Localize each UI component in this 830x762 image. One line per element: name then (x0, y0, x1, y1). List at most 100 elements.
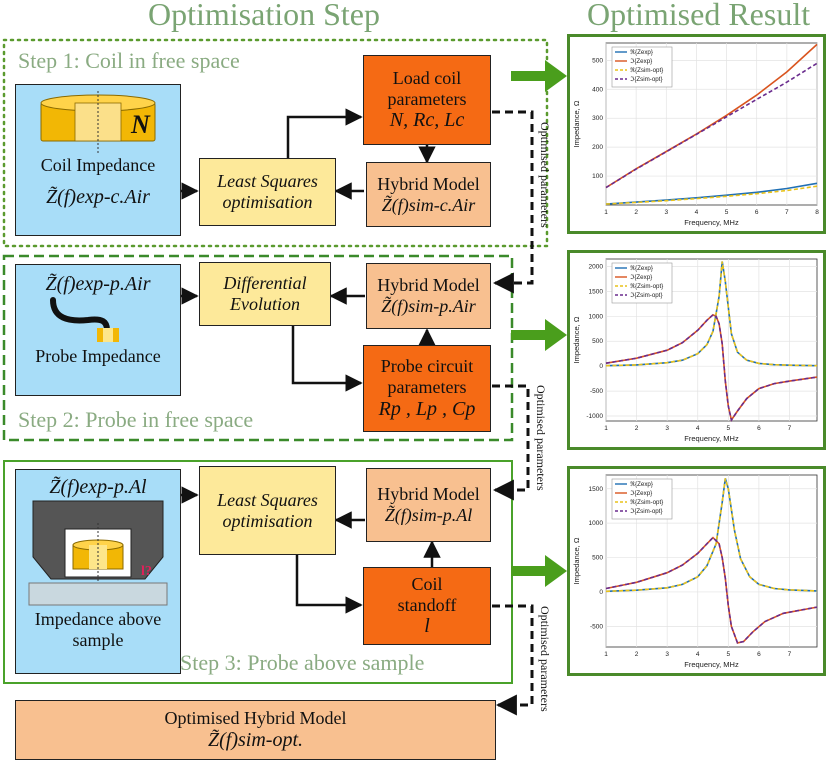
series-line (605, 185, 818, 205)
y-tick-label: -500 (590, 623, 603, 630)
x-tick-label: 6 (757, 651, 761, 658)
x-axis-label: Frequency, MHz (684, 434, 739, 443)
coil-icon: N (40, 91, 156, 153)
x-tick-label: 1 (604, 651, 608, 658)
coil-impedance-caption: Coil Impedance (40, 155, 156, 175)
de-line2: Evolution (230, 294, 300, 314)
x-tick-label: 8 (815, 209, 819, 216)
link-s3-to-final (492, 604, 534, 716)
sample-measured-expr: Z̃(f)exp-p.Al (49, 476, 147, 498)
x-tick-label: 2 (634, 209, 638, 216)
x-tick-label: 2 (635, 425, 639, 432)
x-tick-label: 7 (785, 209, 789, 216)
step1-hybrid-model-box: Hybrid Model Z̃(f)sim-c.Air (366, 162, 491, 227)
coil-standoff-box: Coil standoff l (363, 567, 491, 645)
y-tick-label: 100 (592, 173, 603, 180)
sample-caption-line2: sample (72, 629, 124, 650)
differential-evolution-box: Differential Evolution (199, 262, 331, 326)
sample-impedance-box: Z̃(f)exp-p.Al l? Impedance above sample (15, 469, 181, 674)
legend-box (611, 478, 673, 520)
step3-least-squares-box: Least Squares optimisation (199, 466, 336, 555)
y-axis-label: Impedance, Ω (572, 316, 581, 363)
link-label-1: Optimised parameters (538, 122, 552, 228)
x-tick-label: 1 (604, 209, 608, 216)
y-tick-label: 300 (592, 115, 603, 122)
legend-entry: ℑ{Zsim-opt} (630, 76, 663, 83)
sample-caption-line1: Impedance above (34, 609, 162, 629)
x-axis-label: Frequency, MHz (684, 660, 739, 669)
x-tick-label: 3 (665, 425, 669, 432)
step2-label: Step 2: Probe in free space (18, 407, 254, 432)
series-line (605, 62, 818, 189)
step1-frame (2, 38, 549, 248)
legend-entry: ℜ{Zsim-opt} (630, 283, 663, 290)
standoff-line2: standoff (397, 594, 457, 615)
x-axis-label: Frequency, MHz (684, 218, 739, 227)
link-label-2: Optimised parameters (534, 385, 548, 491)
step3-solver-line1: Least Squares (217, 489, 318, 510)
header-optimisation-step: Optimisation Step (148, 0, 380, 32)
arrow-s2-de-to-probe (291, 326, 363, 392)
series-line (605, 478, 818, 593)
header-optimised-result: Optimised Result (587, 0, 811, 32)
step2-hybrid-model-box: Hybrid Model Z̃(f)sim-p.Air (366, 263, 491, 329)
x-tick-label: 4 (696, 651, 700, 658)
x-tick-label: 7 (788, 425, 792, 432)
step1-least-squares-box: Least Squares optimisation (199, 158, 336, 226)
legend-entry: ℜ{Zexp} (630, 49, 653, 56)
legend-entry: ℑ{Zexp} (630, 58, 652, 65)
link-s1-to-s2 (492, 110, 534, 294)
y-tick-label: 500 (592, 57, 603, 64)
probe-over-sample-icon: l? (28, 500, 168, 606)
y-tick-label: 1000 (589, 313, 604, 320)
probe-circuit-params-expr: Rp , Lp , Cp (378, 397, 476, 420)
load-coil-params-box: Load coil parameters N, Rc, Lc (363, 55, 491, 145)
y-tick-label: 1000 (589, 520, 604, 527)
legend-entry: ℜ{Zsim-opt} (630, 67, 663, 74)
probe-cable-icon (50, 297, 119, 342)
x-tick-label: 6 (757, 425, 761, 432)
x-tick-label: 4 (695, 209, 699, 216)
step3-hybrid-model-box: Hybrid Model Z̃(f)sim-p.Al (366, 468, 491, 542)
y-tick-label: -1000 (586, 413, 603, 420)
probe-impedance-caption: Probe Impedance (35, 346, 161, 366)
final-title: Optimised Hybrid Model (164, 708, 347, 729)
y-tick-label: 200 (592, 144, 603, 151)
y-tick-label: 0 (599, 363, 603, 370)
load-coil-params-expr: N, Rc, Lc (389, 109, 465, 132)
result-arrow-1 (511, 60, 567, 92)
coil-measured-expr: Z̃(f)exp-c.Air (46, 185, 150, 208)
step3-label: Step 3: Probe above sample (180, 650, 425, 675)
legend-entry: ℑ{Zsim-opt} (630, 292, 663, 299)
y-tick-label: 0 (599, 589, 603, 596)
x-tick-label: 5 (725, 209, 729, 216)
final-model-box: Optimised Hybrid Model Z̃(f)sim-opt. (15, 700, 496, 760)
legend-box (611, 46, 673, 88)
y-tick-label: 400 (592, 86, 603, 93)
step3-hybrid-expr: Z̃(f)sim-p.Al (384, 505, 473, 525)
legend-entry: ℑ{Zexp} (630, 490, 652, 497)
result-arrow-2 (511, 319, 567, 351)
probe-measured-expr: Z̃(f)exp-p.Air (45, 273, 151, 295)
y-axis-label: Impedance, Ω (572, 100, 581, 147)
step2-hybrid-title: Hybrid Model (377, 275, 480, 296)
coil-turns-symbol: N (130, 110, 151, 139)
link-label-3: Optimised parameters (538, 606, 552, 712)
y-axis-label: Impedance, Ω (572, 537, 581, 584)
legend-entry: ℑ{Zexp} (630, 274, 652, 281)
legend-box (611, 262, 673, 304)
result-arrow-3 (511, 555, 567, 587)
y-tick-label: 500 (592, 555, 603, 562)
series-line (605, 536, 818, 644)
y-tick-label: 1500 (589, 486, 604, 493)
x-tick-label: 2 (635, 651, 639, 658)
y-tick-label: 2000 (589, 263, 604, 270)
probe-circuit-line1: Probe circuit (380, 356, 474, 377)
step1-label: Step 1: Coil in free space (18, 48, 240, 73)
final-expr: Z̃(f)sim-opt. (208, 728, 303, 751)
probe-circuit-params-box: Probe circuit parameters Rp , Lp , Cp (363, 345, 491, 432)
